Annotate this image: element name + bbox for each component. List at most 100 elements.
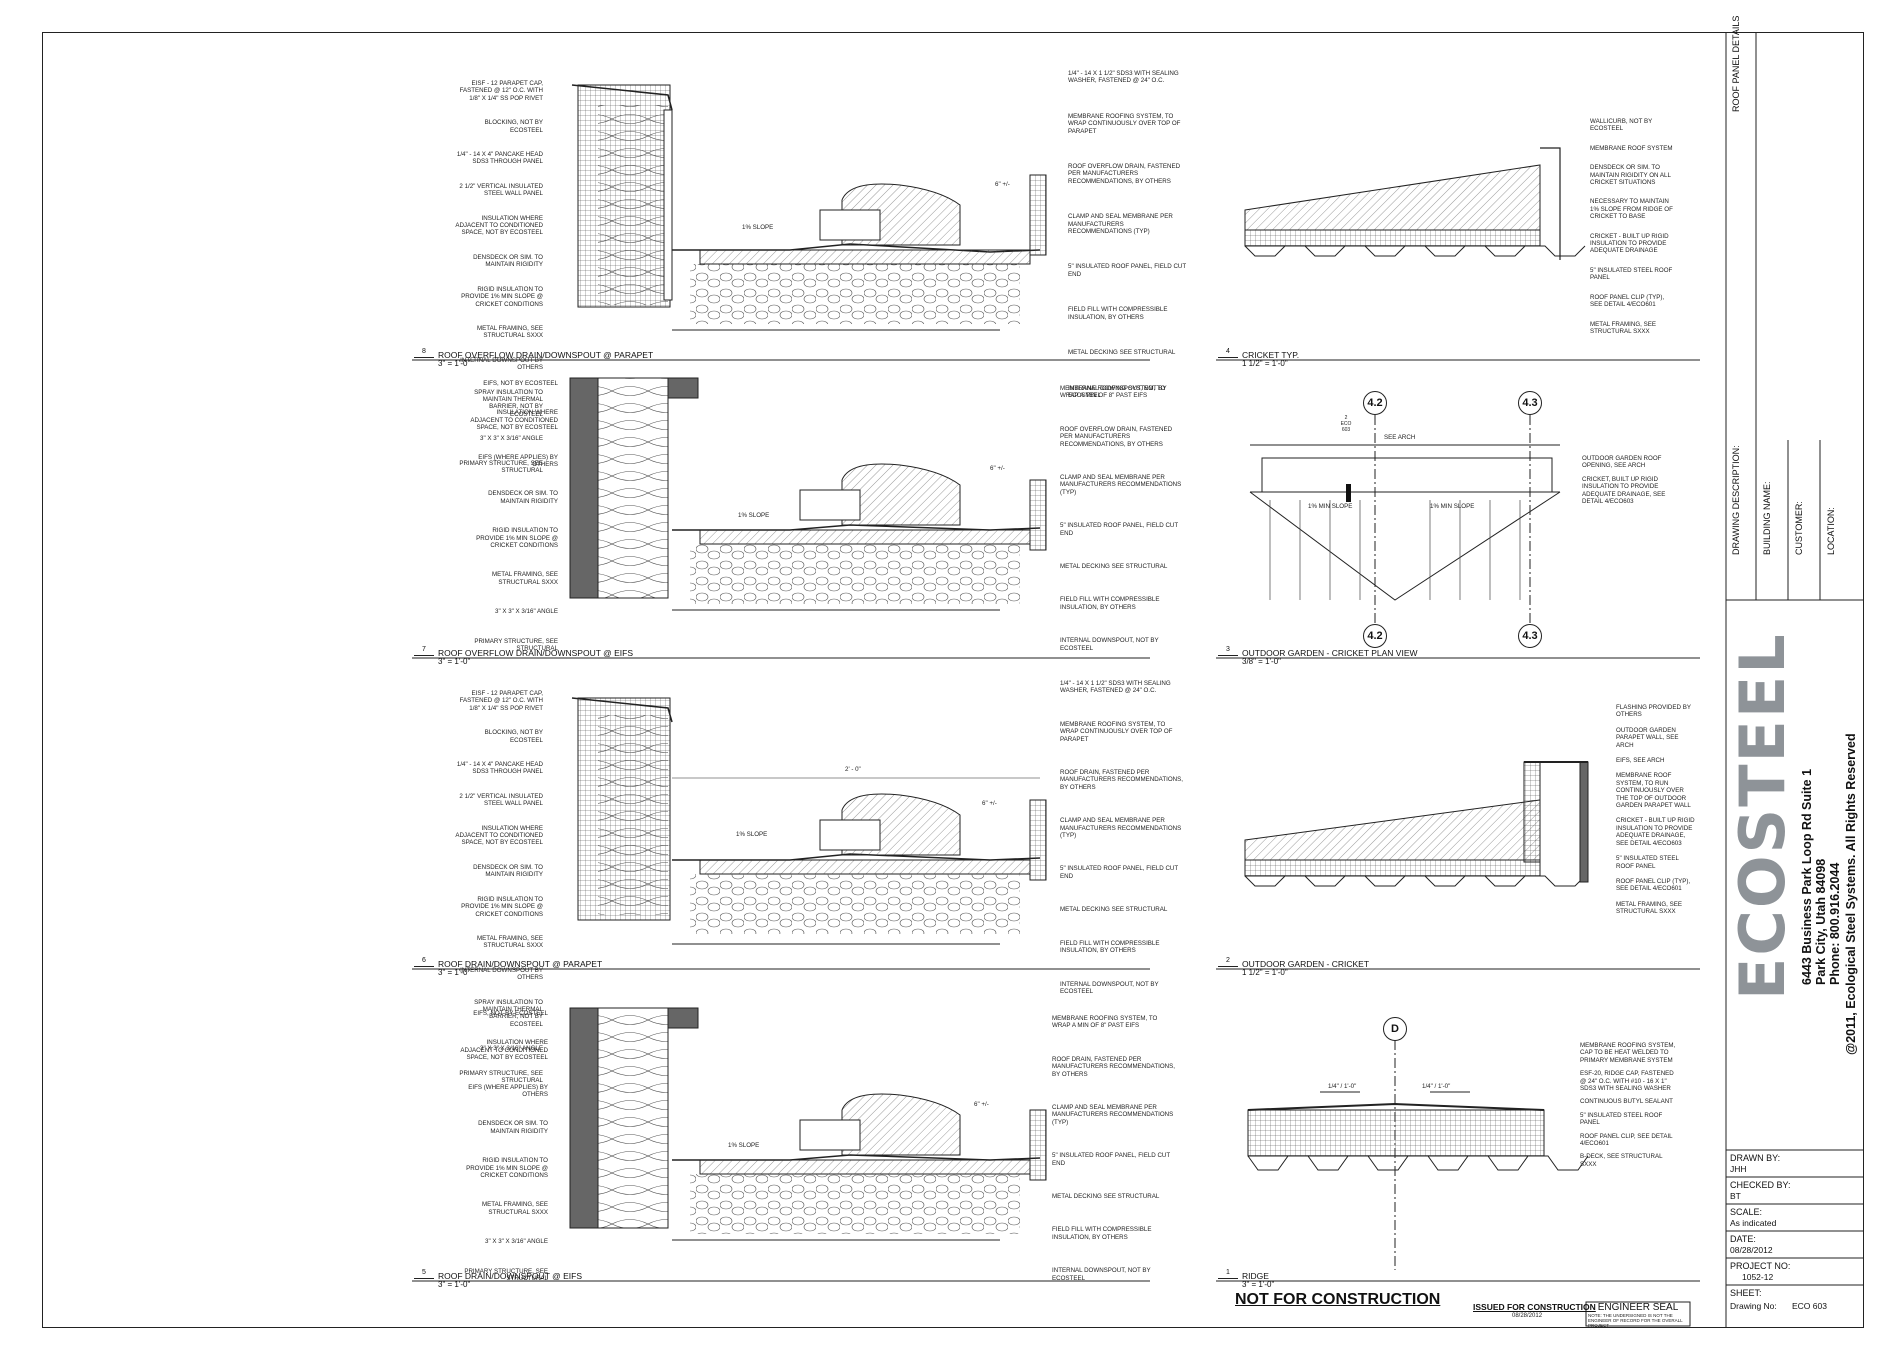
grid-bubble-d: D [1383,1017,1407,1041]
callout-note: ESF-20, RIDGE CAP, FASTENED @ 24" O.C. W… [1580,1070,1674,1093]
callout-note: EIFS, NOT BY ECOSTEEL [473,1010,548,1017]
scale-label: SCALE: [1730,1207,1763,1217]
callout-note: 5" INSULATED ROOF PANEL, FIELD CUT END [1060,522,1179,537]
detail-1-drawing [1247,1040,1589,1270]
callout-note: OUTDOOR GARDEN PARAPET WALL, SEE ARCH [1616,726,1679,749]
date-value: 08/28/2012 [1730,1245,1773,1255]
callout-note: 1/4" - 14 x 1 1/2" SDS3 WITH SEALING WAS… [1060,680,1171,695]
detail-7-right-notes: MEMBRANE ROOFING SYSTEM, TO WRAP A MIN O… [1060,385,1185,678]
callout-note: BLOCKING, NOT BY ECOSTEEL [484,729,543,744]
callout-note: ROOF OVERFLOW DRAIN, FASTENED PER MANUFA… [1068,163,1181,185]
callout-note: FIELD FILL WITH COMPRESSIBLE INSULATION,… [1060,596,1160,611]
detail-2-drawing [1244,761,1589,887]
building-name-label: BUILDING NAME: [1762,481,1772,555]
detail-1-dimension-a: 1/4" / 1'-0" [1328,1083,1357,1090]
detail-5-title: ROOF DRAIN/DOWNSPOUT @ EIFS [438,1271,583,1281]
detail-8-scale: 3" = 1'-0" [438,359,471,368]
grid-bubble-4-2-top: 4.2 [1363,391,1387,415]
callout-note: 3" X 3" X 3/16" ANGLE [495,608,558,616]
callout-note: DENSDECK OR SIM. TO MAINTAIN RIGIDITY [478,1120,548,1135]
callout-note: SPRAY INSULATION TO MAINTAIN THERMAL BAR… [474,388,543,418]
callout-note: 5" INSULATED STEEL ROOF PANEL [1580,1111,1663,1127]
detail-7-dimension: 6" +/- [990,465,1005,472]
detail-8-left-notes: EISF - 12 PARAPET CAP, FASTENED @ 12" O.… [455,80,543,491]
callout-note: INTERNAL DOWNSPOUT, NOT BY ECOSTEEL [1068,384,1167,399]
callout-note: NECESSARY TO MAINTAIN 1% SLOPE FROM RIDG… [1590,198,1673,221]
detail-6-scale: 3" = 1'-0" [438,968,471,977]
callout-note: CRICKET - BUILT UP RIGID INSULATION TO P… [1590,232,1669,255]
detail-8-right-notes: 1/4" - 14 x 1 1/2" SDS3 WITH SEALING WAS… [1068,70,1188,427]
callout-note: CRICKET - BUILT UP RIGID INSULATION TO P… [1616,817,1695,847]
callout-note: ROOF PANEL CLIP (TYP), SEE DETAIL 4/ECO6… [1590,293,1665,309]
callout-note: INTERNAL DOWNSPOUT BY OTHERS [460,966,543,982]
detail-8-drawing [571,84,1047,331]
detail-1-right-notes: MEMBRANE ROOFING SYSTEM, CAP TO BE HEAT … [1580,1042,1676,1174]
callout-note: DENSDECK OR SIM. TO MAINTAIN RIGIDITY [473,253,543,269]
copyright: @2011, Ecological Steel Systems. All Rig… [1844,733,1858,1055]
detail-5-dimension: 6" +/- [974,1101,989,1108]
callout-note: FLASHING PROVIDED BY OTHERS [1616,704,1691,719]
callout-note: 5" INSULATED ROOF PANEL, FIELD CUT END [1068,263,1187,278]
detail-3-slope-b: 1% MIN SLOPE [1430,503,1475,510]
detail-2-scale: 1 1/2" = 1'-0" [1242,968,1288,977]
callout-note: RIGID INSULATION TO PROVIDE 1% MIN SLOPE… [461,285,543,308]
detail-3-title: OUTDOOR GARDEN - CRICKET PLAN VIEW [1242,648,1418,658]
callout-note: DENSDECK OR SIM. TO MAINTAIN RIGIDITY ON… [1590,164,1671,187]
scale-value: As indicated [1730,1218,1777,1228]
detail-5-right-notes: MEMBRANE ROOFING SYSTEM, TO WRAP A MIN O… [1052,1015,1177,1308]
drawing-no-label: Drawing No: [1730,1301,1777,1311]
detail-7-title: ROOF OVERFLOW DRAIN/DOWNSPOUT @ EIFS [438,648,634,658]
callout-note: 5" INSULATED STEEL ROOF PANEL [1590,266,1673,282]
detail-2-title: OUTDOOR GARDEN - CRICKET [1242,959,1370,969]
checked-by-label: CHECKED BY: [1730,1180,1791,1190]
detail-1-number: 1 [1218,1268,1238,1279]
callout-note: METAL DECKING SEE STRUCTURAL [1060,906,1168,914]
detail-2-right-notes: FLASHING PROVIDED BY OTHERS OUTDOOR GARDE… [1616,704,1696,924]
callout-note: 5" INSULATED STEEL ROOF PANEL [1616,855,1679,870]
callout-note: MEMBRANE ROOF SYSTEM, TO RUN CONTINUOUSL… [1616,772,1691,810]
detail-4-drawing [1244,147,1586,260]
detail-1-dimension-b: 1/4" / 1'-0" [1422,1083,1451,1090]
detail-4-number: 4 [1218,347,1238,358]
address-line-2: Park City, Utah 84098 [1814,858,1828,985]
callout-note: METAL DECKING SEE STRUCTURAL [1068,349,1176,357]
callout-note: FIELD FILL WITH COMPRESSIBLE INSULATION,… [1052,1226,1152,1241]
callout-note: 3" X 3" X 3/16" ANGLE [480,1045,543,1053]
callout-note: BLOCKING, NOT BY ECOSTEEL [484,119,543,134]
detail-3-section-ref: 2 ECO 603 [1340,415,1352,433]
callout-note: SPRAY INSULATION TO MAINTAIN THERMAL BAR… [474,998,543,1028]
detail-7-drawing [569,377,1047,611]
callout-note: 1/4" - 14 x 4" PANCAKE HEAD SDS3 THROUGH… [456,761,543,776]
drawn-by-label: DRAWN BY: [1730,1153,1781,1163]
callout-note: EIFS, SEE ARCH [1616,757,1665,765]
detail-2-number: 2 [1218,956,1238,967]
drawn-by-value: JHH [1730,1164,1747,1174]
callout-note: 3" X 3" X 3/16" ANGLE [480,435,543,443]
detail-8-title: ROOF OVERFLOW DRAIN/DOWNSPOUT @ PARAPET [438,350,654,360]
issued-for-construction: ISSUED FOR CONSTRUCTION [1473,1302,1596,1312]
callout-note: OUTDOOR GARDEN ROOF OPENING, SEE ARCH [1582,455,1662,470]
callout-note: METAL DECKING SEE STRUCTURAL [1060,563,1168,571]
callout-note: METAL FRAMING, SEE STRUCTURAL SXXX [476,324,543,340]
callout-note: CONTINUOUS BUTYL SEALANT [1580,1098,1673,1106]
callout-note: MEMBRANE ROOFING SYSTEM, TO WRAP A MIN O… [1060,385,1166,400]
address-line-3: Phone: 800.916.2044 [1828,862,1842,985]
callout-note: 2 1/2" VERTICAL INSULATED STEEL WALL PAN… [459,182,543,198]
callout-note: METAL FRAMING, SEE STRUCTURAL SXXX [1590,320,1657,335]
detail-8-number: 8 [414,347,434,358]
detail-8-slope: 1% SLOPE [742,224,774,231]
detail-1-title: RIDGE [1242,1271,1269,1281]
drawing-description-label: DRAWING DESCRIPTION: [1731,445,1741,555]
address-line-1: 6443 Business Park Loop Rd Suite 1 [1800,768,1814,985]
callout-note: PRIMARY STRUCTURE, SEE STRUCTURAL [474,637,558,653]
callout-note: PRIMARY STRUCTURE, SEE STRUCTURAL [464,1267,548,1283]
customer-label: CUSTOMER: [1794,501,1804,555]
detail-5-slope: 1% SLOPE [728,1142,760,1149]
project-value: 1052-12 [1742,1272,1774,1282]
detail-3-see-arch: SEE ARCH [1384,434,1416,441]
callout-note: PRIMARY STRUCTURE, SEE STRUCTURAL [459,459,543,474]
